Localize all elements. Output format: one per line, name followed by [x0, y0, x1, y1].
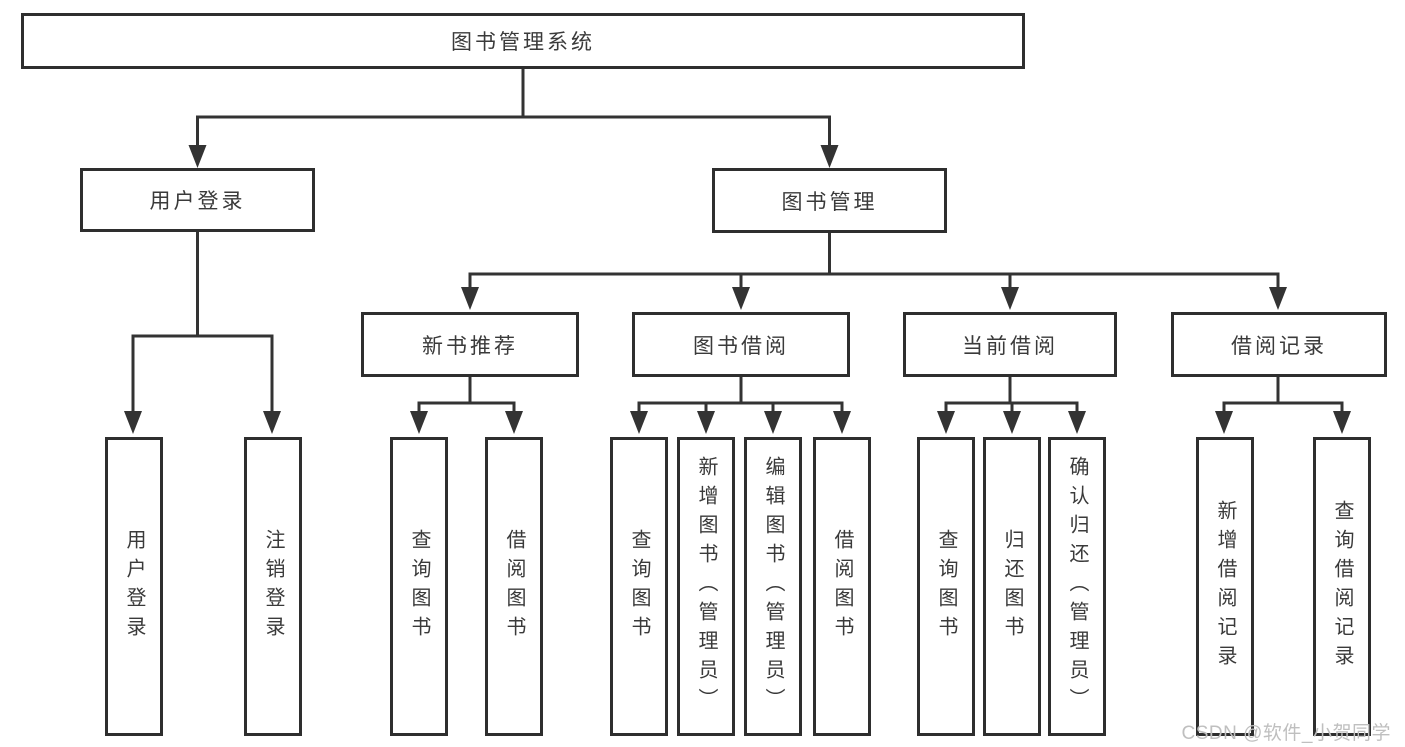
leaf-edit-book-admin: 编辑图书（管理员）	[744, 437, 802, 736]
leaf-label: 用户登录	[123, 528, 145, 645]
arrow-down-icon	[764, 411, 782, 434]
leaf-label: 注销登录	[262, 528, 284, 645]
arrow-down-icon	[410, 411, 428, 434]
arrow-down-icon	[124, 411, 142, 434]
arrow-down-icon	[188, 145, 207, 168]
arrow-down-icon	[732, 287, 750, 310]
arrow-down-icon	[1003, 411, 1021, 434]
csdn-watermark: CSDN @软件_小贺同学	[1181, 723, 1391, 744]
node-book-management: 图书管理	[712, 168, 947, 233]
node-label: 图书借阅	[693, 334, 789, 358]
leaf-label: 编辑图书（管理员）	[762, 456, 784, 717]
leaf-confirm-return-admin: 确认归还（管理员）	[1048, 437, 1106, 736]
leaf-borrow-books-borrow: 借阅图书	[813, 437, 871, 736]
leaf-label: 借阅图书	[831, 528, 853, 645]
node-root: 图书管理系统	[21, 13, 1025, 69]
arrowheads	[124, 145, 1351, 434]
node-label: 图书管理系统	[451, 31, 595, 54]
leaf-label: 确认归还（管理员）	[1066, 456, 1088, 717]
leaf-user-login: 用户登录	[105, 437, 163, 736]
leaf-label: 查询图书	[628, 528, 650, 645]
arrow-down-icon	[697, 411, 715, 434]
arrow-down-icon	[1068, 411, 1086, 434]
node-label: 当前借阅	[962, 334, 1058, 358]
node-user-login: 用户登录	[80, 168, 315, 232]
arrow-down-icon	[833, 411, 851, 434]
leaf-borrow-books-recommend: 借阅图书	[485, 437, 543, 736]
arrow-down-icon	[263, 411, 281, 434]
leaf-label: 查询图书	[408, 528, 430, 645]
node-new-book-recommend: 新书推荐	[361, 312, 579, 377]
node-label: 用户登录	[149, 190, 246, 213]
arrow-down-icon	[937, 411, 955, 434]
arrow-down-icon	[1215, 411, 1233, 434]
arrow-down-icon	[1269, 287, 1287, 310]
arrow-down-icon	[461, 287, 479, 310]
arrow-down-icon	[505, 411, 523, 434]
leaf-query-books-recommend: 查询图书	[390, 437, 448, 736]
leaf-add-book-admin: 新增图书（管理员）	[677, 437, 735, 736]
arrow-down-icon	[820, 145, 839, 168]
leaf-label: 新增借阅记录	[1214, 499, 1236, 674]
node-label: 借阅记录	[1231, 334, 1327, 358]
node-label: 图书管理	[781, 190, 878, 214]
node-current-borrow: 当前借阅	[903, 312, 1117, 377]
leaf-logout: 注销登录	[244, 437, 302, 736]
leaf-label: 新增图书（管理员）	[695, 456, 717, 717]
leaf-return-book: 归还图书	[983, 437, 1041, 736]
leaf-label: 查询借阅记录	[1331, 499, 1353, 674]
leaf-query-books-current: 查询图书	[917, 437, 975, 736]
node-label: 新书推荐	[422, 334, 518, 358]
arrow-down-icon	[630, 411, 648, 434]
node-borrow-records: 借阅记录	[1171, 312, 1387, 377]
arrow-down-icon	[1333, 411, 1351, 434]
leaf-label: 查询图书	[935, 528, 957, 645]
leaf-add-borrow-record: 新增借阅记录	[1196, 437, 1254, 736]
leaf-label: 借阅图书	[503, 528, 525, 645]
node-book-borrow: 图书借阅	[632, 312, 850, 377]
leaf-query-borrow-record: 查询借阅记录	[1313, 437, 1371, 736]
leaf-label: 归还图书	[1001, 528, 1023, 645]
arrow-down-icon	[1001, 287, 1019, 310]
leaf-query-books-borrow: 查询图书	[610, 437, 668, 736]
